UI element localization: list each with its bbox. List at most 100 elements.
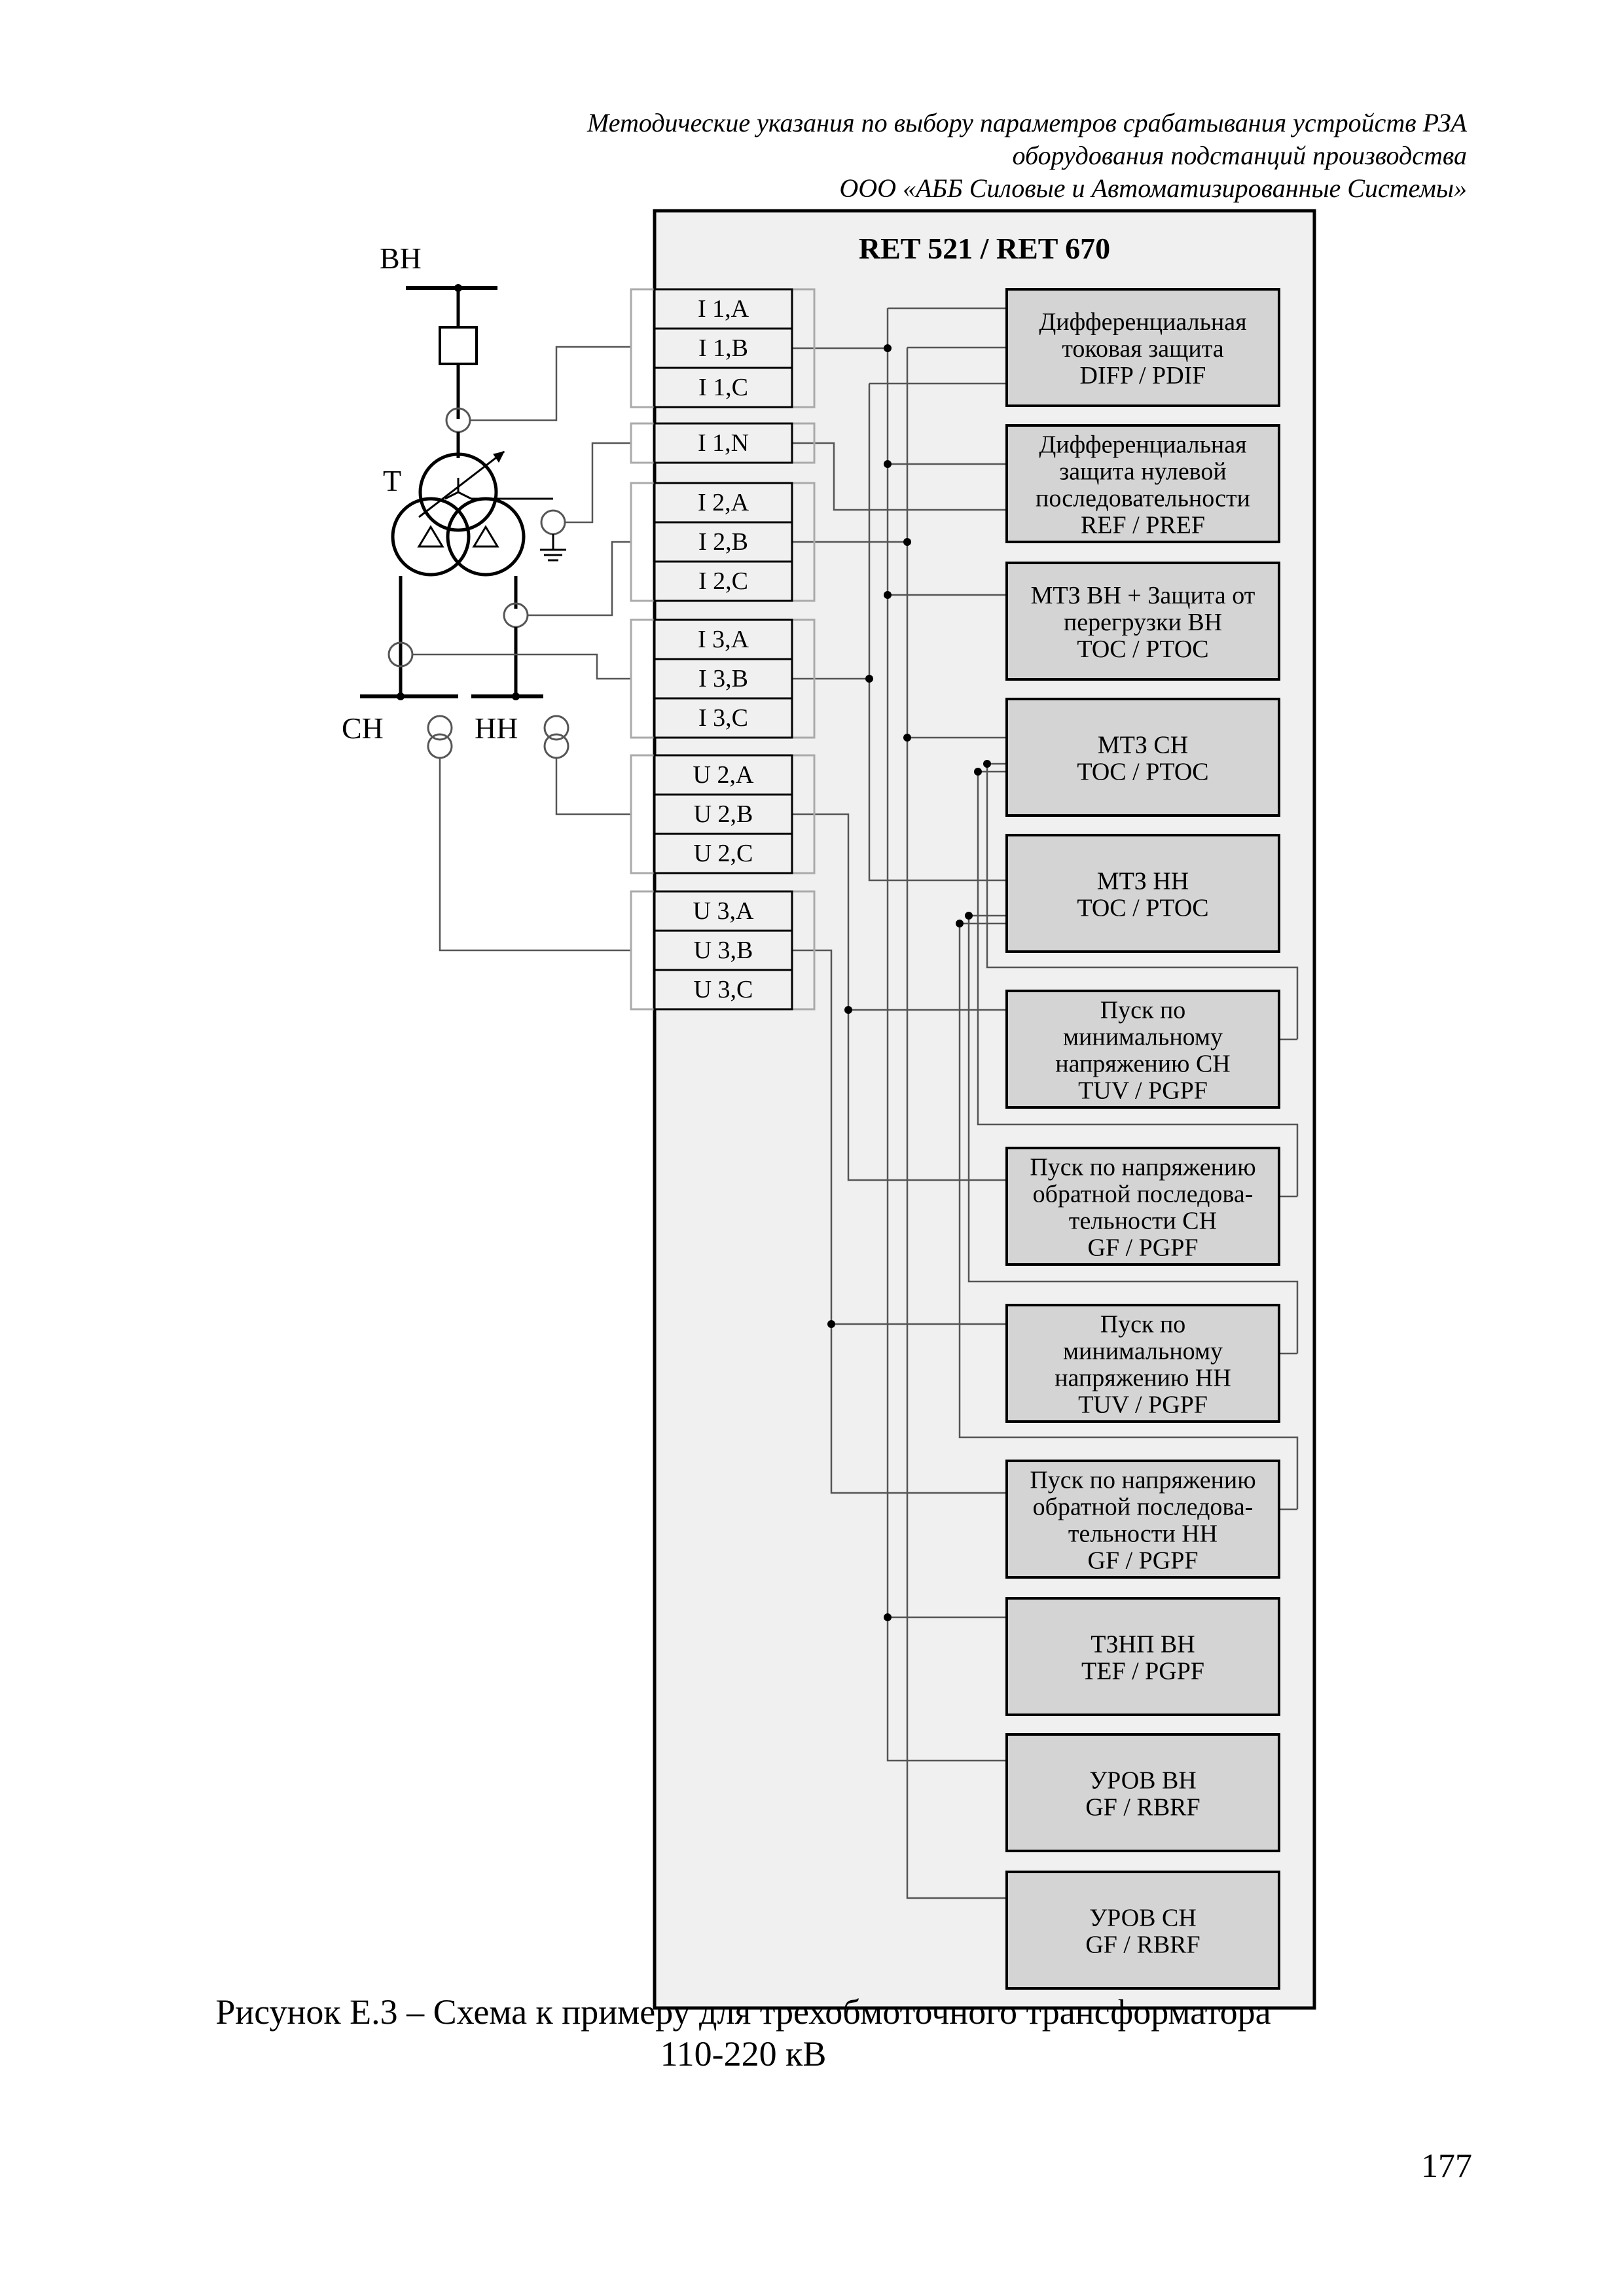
function-label: минимальному xyxy=(1063,1338,1223,1365)
input-cell xyxy=(653,482,793,524)
function-block xyxy=(1005,1304,1280,1423)
function-label: Пуск по напряжению xyxy=(1030,1154,1255,1181)
function-label: Пуск по xyxy=(1100,1311,1186,1338)
function-label: Пуск по xyxy=(1100,997,1186,1024)
junction-dot xyxy=(512,692,520,700)
junction-dot xyxy=(884,460,892,468)
junction-dot xyxy=(454,284,462,292)
input-label: I 1,B xyxy=(698,334,748,362)
ct-neutral xyxy=(540,509,566,535)
delta-symbol xyxy=(472,525,499,548)
wire xyxy=(967,914,1299,1354)
function-label: GF / PGPF xyxy=(1088,1234,1199,1262)
mv-bus-label: СН xyxy=(342,711,384,745)
input-label: U 2,B xyxy=(694,800,753,828)
junction-dot xyxy=(903,734,911,742)
page-number: 177 xyxy=(1421,2147,1472,2185)
function-label: GF / RBRF xyxy=(1085,1931,1200,1959)
input-label: U 3,A xyxy=(693,897,754,925)
vt-lv-primary xyxy=(543,715,569,741)
function-label: обратной последова- xyxy=(1033,1181,1254,1208)
function-label: тельности НН xyxy=(1068,1520,1218,1548)
wire xyxy=(565,442,631,524)
function-label: GF / PGPF xyxy=(1088,1547,1199,1575)
function-label: ТЗНП ВН xyxy=(1091,1631,1195,1659)
junction-dot xyxy=(983,760,991,768)
wire xyxy=(439,758,631,952)
function-label: GF / RBRF xyxy=(1085,1794,1200,1821)
input-label: U 3,B xyxy=(694,937,753,964)
input-label: I 1,A xyxy=(698,295,749,323)
input-cell xyxy=(653,969,793,1011)
function-label: обратной последова- xyxy=(1033,1494,1254,1521)
junction-dot xyxy=(827,1320,835,1328)
input-cell xyxy=(653,793,793,835)
input-cell xyxy=(653,288,793,330)
tap-arrow-head xyxy=(493,451,505,463)
input-label: I 3,B xyxy=(698,665,748,692)
input-cell xyxy=(653,754,793,796)
lv-bus-label: НН xyxy=(475,711,518,745)
input-cell xyxy=(653,929,793,971)
wire xyxy=(977,770,1299,1196)
junction-dot xyxy=(844,1006,852,1014)
wire xyxy=(958,922,1299,1509)
transformer-lv-winding xyxy=(446,497,526,577)
input-cell xyxy=(653,367,793,408)
vt-mv-primary xyxy=(427,715,453,741)
transformer-label: Т xyxy=(383,464,401,497)
wire xyxy=(986,762,1299,1039)
function-label: REF / PREF xyxy=(1081,512,1205,539)
junction-dot xyxy=(884,344,892,352)
function-label: последовательности xyxy=(1036,485,1250,512)
function-label: TEF / PGPF xyxy=(1081,1658,1204,1685)
function-label: МТЗ НН xyxy=(1097,868,1189,895)
wire xyxy=(886,308,1007,1762)
header-line-3: ООО «АББ Силовые и Автоматизированные Си… xyxy=(839,173,1467,203)
junction-dot xyxy=(956,920,964,927)
input-label: I 2,B xyxy=(698,528,748,556)
analog-inputs: I 1,AI 1,BI 1,CI 1,NI 2,AI 2,BI 2,CI 3,A… xyxy=(630,288,816,1011)
hv-bus-label: ВН xyxy=(380,242,422,275)
input-cell xyxy=(653,422,793,464)
input-label: I 1,N xyxy=(698,429,749,457)
device-title: RET 521 / RET 670 xyxy=(859,232,1110,265)
function-block xyxy=(1005,562,1280,681)
input-cell xyxy=(653,560,793,602)
wire xyxy=(906,348,1007,1899)
function-label: МТЗ ВН + Защита от xyxy=(1031,582,1255,609)
header-line-2: оборудования подстанций производства xyxy=(1012,141,1468,170)
function-label: токовая защита xyxy=(1062,335,1223,363)
function-label: УРОВ СН xyxy=(1089,1905,1197,1932)
wire xyxy=(528,541,631,617)
transformer-hv-winding xyxy=(418,452,498,532)
function-label: напряжению СН xyxy=(1055,1050,1230,1078)
input-label: I 3,C xyxy=(698,704,748,732)
wire xyxy=(792,813,1007,1181)
function-label: Дифференциальная xyxy=(1039,308,1246,336)
function-label: TUV / PGPF xyxy=(1078,1077,1208,1105)
function-label: TOC / PTOC xyxy=(1077,636,1208,663)
input-cell xyxy=(653,327,793,369)
function-label: Дифференциальная xyxy=(1039,431,1246,459)
function-label: DIFP / PDIF xyxy=(1080,362,1206,389)
junction-dot xyxy=(974,768,982,776)
wire xyxy=(792,949,1007,1494)
wire xyxy=(412,653,631,680)
vt-mv-secondary xyxy=(427,733,453,759)
input-label: I 2,C xyxy=(698,567,748,595)
header-line-1: Методические указания по выбору параметр… xyxy=(586,108,1467,137)
junction-dot xyxy=(865,675,873,683)
input-cell xyxy=(653,619,793,660)
function-label: минимальному xyxy=(1063,1024,1223,1051)
function-label: напряжению НН xyxy=(1055,1365,1231,1392)
wire xyxy=(868,384,1007,882)
input-label: U 2,A xyxy=(693,761,754,789)
hv-breaker xyxy=(439,326,478,365)
function-label: МТЗ СН xyxy=(1098,732,1188,759)
schematic-line xyxy=(458,491,472,500)
input-label: U 2,C xyxy=(694,840,753,867)
function-block xyxy=(1005,990,1280,1109)
function-block xyxy=(1005,288,1280,407)
